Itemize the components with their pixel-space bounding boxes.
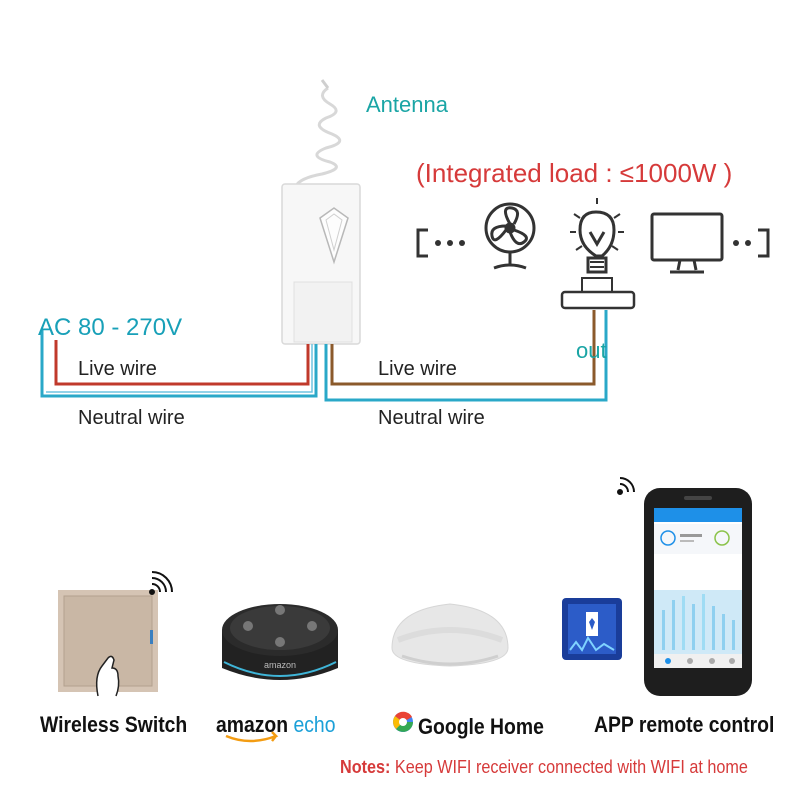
live-wire-label-input: Live wire [78,358,157,380]
bulb-icon [570,198,624,274]
load-bracket [416,228,770,258]
wireless-switch-caption: Wireless Switch [40,712,188,737]
amazon-echo-device: amazon [222,604,338,680]
echo-logo-text: amazon [264,660,296,670]
amazon-echo-caption: amazon echo [216,712,335,738]
neutral-wire-label-output: Neutral wire [378,407,485,429]
wifi-signal-icon [149,571,173,595]
input-wires [40,330,318,398]
phone-wifi-signal-icon [617,477,635,495]
output-label: out [576,338,607,363]
ellipsis-dots [435,240,751,246]
google-logo-icon [393,711,413,732]
integrated-load-label: (Integrated load : ≤1000W ) [416,158,733,188]
live-wire-label-output: Live wire [378,358,457,380]
lamp-holder [560,277,636,310]
output-neutral-wire [324,310,608,402]
google-home-device [391,603,509,667]
output-wires [324,310,608,402]
output-live-wire [330,310,596,386]
fan-icon [484,202,536,270]
input-neutral-wire-2 [46,344,313,393]
antenna-icon [294,79,342,187]
app-remote-caption: APP remote control [594,712,775,737]
wifi-receiver-module [281,183,361,345]
input-neutral-wire [40,330,318,398]
notes-body: Keep WIFI receiver connected with WIFI a… [390,757,748,777]
antenna-label: Antenna [366,92,448,117]
monitor-icon [650,212,724,274]
echo-caption-part: echo [293,712,336,737]
neutral-wire-label-input: Neutral wire [78,407,185,429]
notes-text: Notes: Keep WIFI receiver connected with… [340,757,748,778]
input-live-wire [54,340,310,386]
ac-input-label: AC 80 - 270V [38,314,183,341]
google-home-caption: Google Home [418,714,544,739]
app-icon [562,598,622,660]
wireless-switch-device [58,590,158,697]
notes-prefix: Notes: [340,757,391,777]
amazon-smile-icon [225,731,279,743]
amazon-caption-part: amazon [216,712,289,737]
smartphone-device [644,488,752,696]
